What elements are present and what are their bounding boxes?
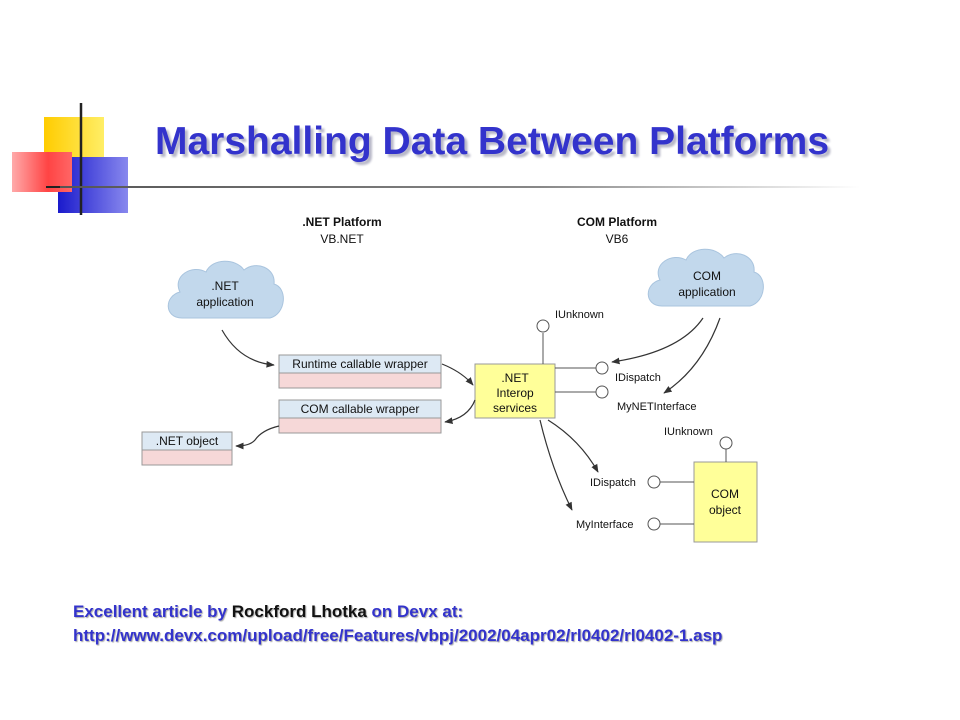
iunknown-com-label: IUnknown — [664, 426, 713, 438]
arrow-ccw-to-net-object — [235, 425, 280, 450]
interop-label-1: .NET — [501, 371, 529, 385]
com-object-interfaces — [647, 436, 733, 531]
mynetinterface-lollipop — [595, 385, 609, 399]
net-object-box: .NET object — [141, 431, 233, 466]
interop-services-box: .NET Interop services — [474, 363, 556, 419]
iunknown-top-lollipop — [536, 319, 550, 333]
com-object-label-2: object — [709, 503, 742, 517]
interop-label-3: services — [493, 401, 537, 415]
citation-url[interactable]: http://www.devx.com/upload/free/Features… — [73, 626, 723, 645]
com-callable-wrapper-label: COM callable wrapper — [301, 402, 420, 416]
com-object-label-1: COM — [711, 487, 739, 501]
com-application-cloud: COM application — [647, 248, 764, 307]
interop-interfaces — [536, 319, 609, 399]
citation-prefix: Excellent article by — [73, 602, 232, 621]
title-underline — [60, 186, 860, 188]
iunknown-top-label: IUnknown — [555, 309, 604, 321]
myinterface-lollipop — [647, 517, 661, 531]
article-citation: Excellent article by Rockford Lhotka on … — [73, 600, 722, 648]
com-application-label-1: COM — [693, 269, 721, 283]
com-platform-subtitle: VB6 — [606, 232, 629, 246]
net-platform-title: .NET Platform — [302, 215, 381, 229]
myinterface-label: MyInterface — [576, 519, 633, 531]
net-platform-subtitle: VB.NET — [320, 232, 364, 246]
idispatch-bottom-label: IDispatch — [590, 477, 636, 489]
idispatch-bottom-lollipop — [647, 475, 661, 489]
net-application-cloud: .NET application — [167, 260, 284, 319]
arrow-interop-to-myinterface — [539, 419, 573, 511]
arrow-com-app-to-idispatch — [611, 317, 704, 365]
citation-line-1: Excellent article by Rockford Lhotka on … — [73, 600, 722, 624]
com-application-label-2: application — [678, 285, 735, 299]
com-platform-title: COM Platform — [577, 215, 657, 229]
slide-title: Marshalling Data Between Platforms — [155, 120, 830, 163]
flow-arrows — [221, 317, 721, 511]
com-callable-wrapper-box: COM callable wrapper — [278, 399, 442, 434]
net-object-label: .NET object — [156, 434, 219, 448]
arrow-interop-to-ccw — [444, 399, 476, 425]
interop-label-2: Interop — [496, 386, 534, 400]
mynetinterface-label: MyNETInterface — [617, 401, 696, 413]
net-application-label-2: application — [196, 295, 253, 309]
idispatch-top-lollipop — [595, 361, 609, 375]
red-square — [12, 152, 72, 192]
com-object-box: COM object — [693, 461, 758, 543]
citation-author: Rockford Lhotka — [231, 602, 367, 621]
citation-suffix: on Devx at: — [366, 602, 464, 621]
iunknown-com-lollipop — [719, 436, 733, 450]
arrow-interop-to-idispatch-bottom — [547, 419, 599, 473]
arrow-com-app-to-mynetinterface — [663, 317, 721, 394]
runtime-callable-wrapper-box: Runtime callable wrapper — [278, 354, 442, 389]
net-application-label-1: .NET — [211, 279, 239, 293]
arrow-rcw-to-interop — [441, 363, 474, 386]
runtime-callable-wrapper-label: Runtime callable wrapper — [292, 357, 427, 371]
arrow-net-app-to-rcw — [221, 329, 275, 368]
idispatch-top-label: IDispatch — [615, 372, 661, 384]
